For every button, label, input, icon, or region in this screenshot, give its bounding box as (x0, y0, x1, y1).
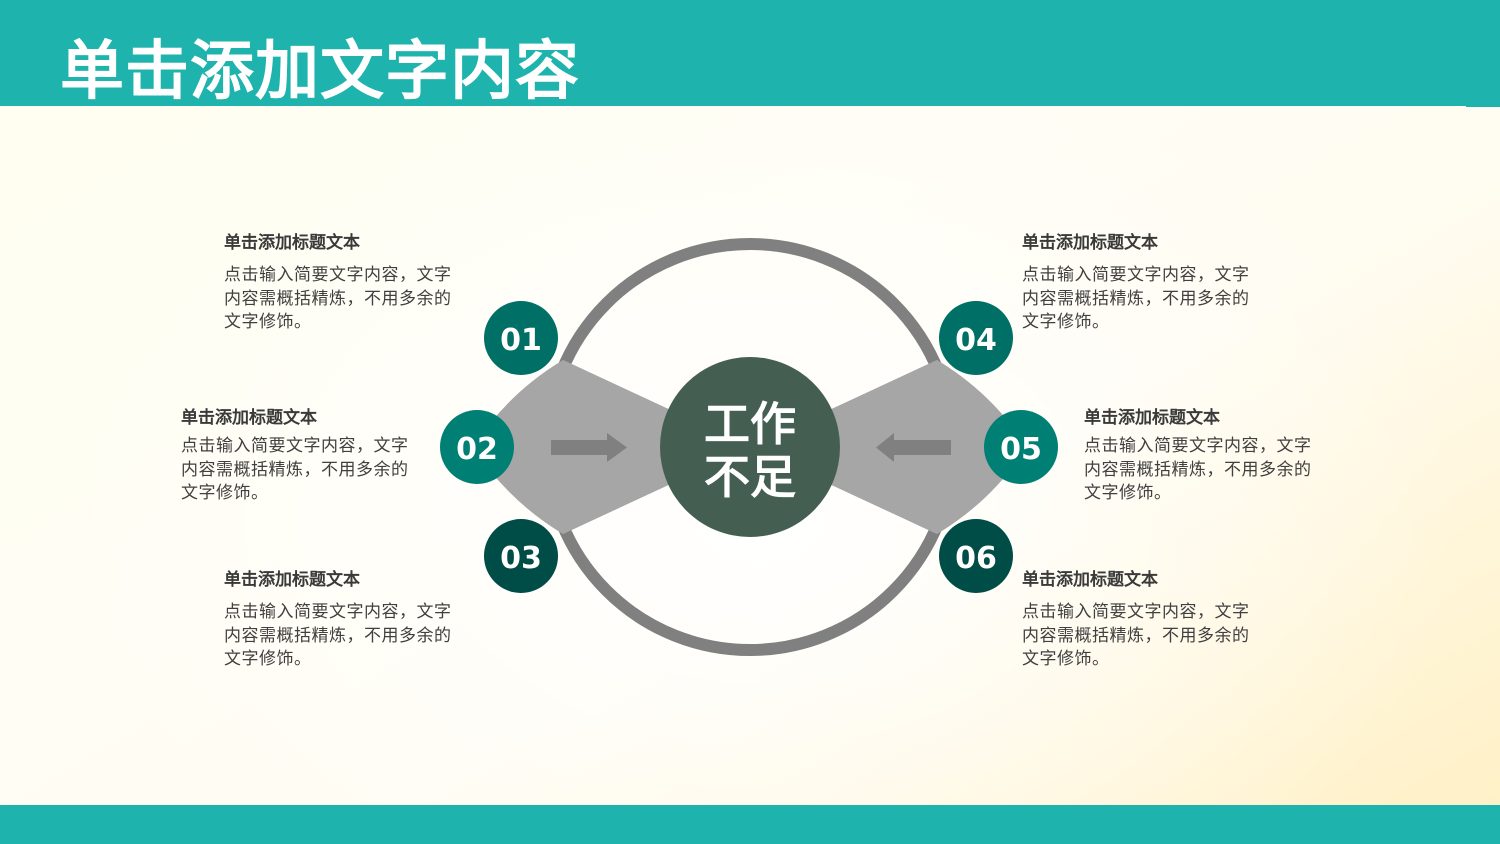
badge-02[interactable]: 02 (440, 410, 514, 484)
item-title[interactable]: 单击添加标题文本 (1084, 408, 1220, 428)
center-label-line2: 不足 (704, 450, 796, 504)
item-body[interactable]: 点击输入简要文字内容，文字内容需概括精炼，不用多余的文字修饰。 (1022, 602, 1250, 669)
center-circle (660, 357, 840, 537)
badge-06[interactable]: 06 (939, 519, 1013, 593)
item-title[interactable]: 单击添加标题文本 (224, 570, 360, 590)
svg-text:02: 02 (456, 432, 498, 467)
badge-05[interactable]: 05 (984, 410, 1058, 484)
svg-text:04: 04 (955, 323, 997, 358)
svg-text:03: 03 (500, 541, 542, 576)
center-label-line1: 工作 (704, 397, 796, 451)
item-title[interactable]: 单击添加标题文本 (181, 408, 317, 428)
svg-text:06: 06 (955, 541, 997, 576)
item-04: 单击添加标题文本 点击输入简要文字内容，文字内容需概括精炼，不用多余的文字修饰。 (1022, 232, 1272, 335)
item-body[interactable]: 点击输入简要文字内容，文字内容需概括精炼，不用多余的文字修饰。 (1084, 436, 1312, 503)
item-05: 单击添加标题文本 点击输入简要文字内容，文字内容需概括精炼，不用多余的文字修饰。 (1084, 407, 1334, 506)
item-03: 单击添加标题文本 点击输入简要文字内容，文字内容需概括精炼，不用多余的文字修饰。 (224, 569, 474, 672)
item-body[interactable]: 点击输入简要文字内容，文字内容需概括精炼，不用多余的文字修饰。 (1022, 265, 1250, 332)
header-bar-tab (1466, 100, 1500, 107)
item-title[interactable]: 单击添加标题文本 (224, 233, 360, 253)
right-arrow-icon (551, 433, 627, 462)
footer-bar (0, 805, 1500, 844)
item-body[interactable]: 点击输入简要文字内容，文字内容需概括精炼，不用多余的文字修饰。 (181, 436, 409, 503)
svg-text:01: 01 (500, 323, 542, 358)
item-02: 单击添加标题文本 点击输入简要文字内容，文字内容需概括精炼，不用多余的文字修饰。 (181, 407, 431, 506)
left-arrow-icon (876, 433, 951, 462)
page-title[interactable]: 单击添加文字内容 (60, 35, 580, 109)
item-title[interactable]: 单击添加标题文本 (1022, 570, 1158, 590)
svg-text:05: 05 (1000, 432, 1042, 467)
item-body[interactable]: 点击输入简要文字内容，文字内容需概括精炼，不用多余的文字修饰。 (224, 602, 452, 669)
item-title[interactable]: 单击添加标题文本 (1022, 233, 1158, 253)
header-bar (0, 0, 1500, 106)
badge-04[interactable]: 04 (939, 301, 1013, 375)
badge-03[interactable]: 03 (484, 519, 558, 593)
item-06: 单击添加标题文本 点击输入简要文字内容，文字内容需概括精炼，不用多余的文字修饰。 (1022, 569, 1272, 672)
item-body[interactable]: 点击输入简要文字内容，文字内容需概括精炼，不用多余的文字修饰。 (224, 265, 452, 332)
item-01: 单击添加标题文本 点击输入简要文字内容，文字内容需概括精炼，不用多余的文字修饰。 (224, 232, 474, 335)
badge-01[interactable]: 01 (484, 301, 558, 375)
